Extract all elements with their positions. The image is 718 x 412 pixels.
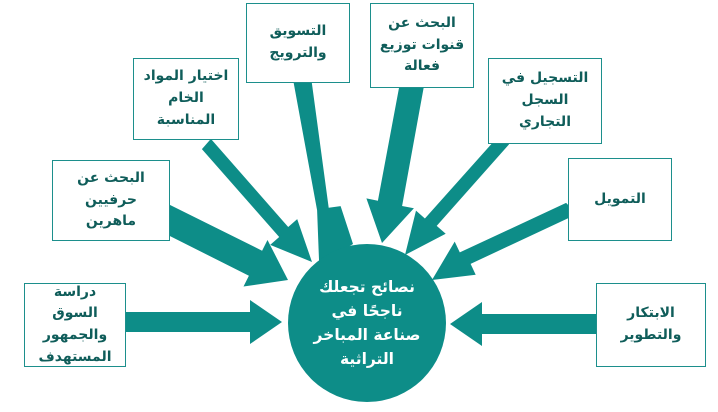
arrow-skilled-artisans [156,204,288,287]
tip-marketing: التسويق والترويج [246,3,350,83]
tip-funding: التمويل [568,158,672,241]
arrow-marketing [293,76,353,265]
arrow-distribution [366,79,425,244]
tip-registration: التسجيل في السجل التجاري [488,58,602,144]
tip-innovation: الابتكار والتطوير [596,283,706,367]
center-title-circle: نصائح تجعلك ناجحًا في صناعة المباخر التر… [288,244,446,402]
tip-distribution: البحث عن قنوات توزيع فعالة [370,3,474,88]
arrow-funding [432,202,577,280]
arrow-innovation [450,302,598,346]
arrow-registration [405,136,510,255]
tip-market-study: دراسة السوق والجمهور المستهدف [24,283,126,367]
arrow-market-study [125,300,282,344]
arrow-raw-materials [201,138,312,262]
tip-skilled-artisans: البحث عن حرفيين ماهرين [52,160,170,241]
tip-raw-materials: اختيار المواد الخام المناسبة [133,58,239,140]
